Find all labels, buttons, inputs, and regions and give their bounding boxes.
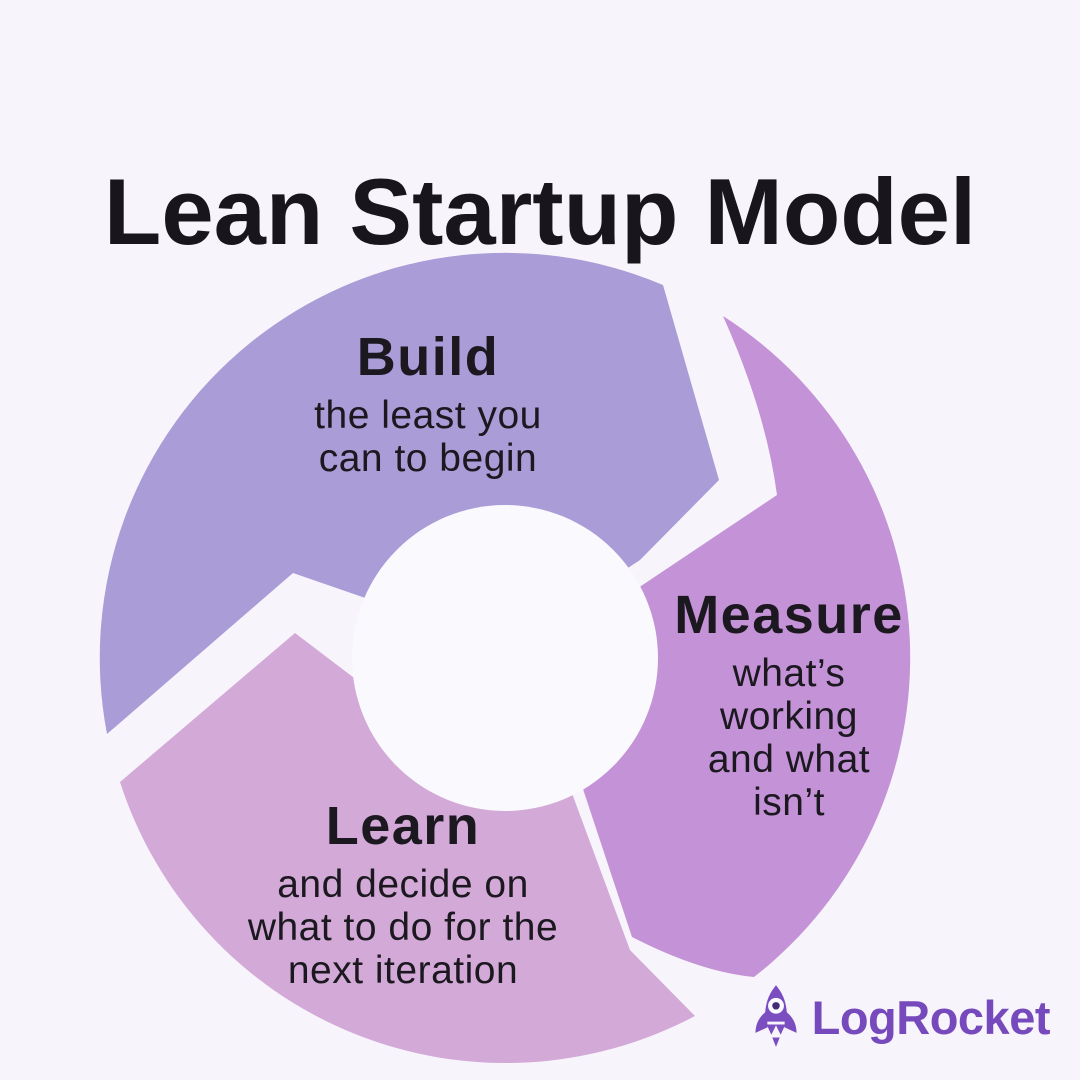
brand-logo: LogRocket [748, 982, 1051, 1052]
segment-measure-desc-line: working [720, 695, 858, 738]
segment-measure-heading: Measure [674, 585, 904, 645]
segment-learn-desc-line: what to do for the [247, 906, 559, 949]
center-hole [352, 505, 658, 811]
segment-measure-shape [580, 316, 911, 977]
segment-learn-text: Learn and decide on what to do for the n… [248, 797, 558, 992]
segment-measure-desc-line: and what [707, 738, 871, 781]
segment-build-shape [99, 252, 720, 734]
segment-build-text: Build the least you can to begin [314, 328, 542, 480]
segment-learn-heading: Learn [325, 796, 481, 856]
segment-learn-desc-line: and decide on [277, 863, 529, 906]
rocket-icon [755, 985, 797, 1047]
segment-learn-desc-line: next iteration [287, 949, 519, 992]
segment-build-desc-line: can to begin [318, 437, 538, 480]
segment-measure-desc-line: what’s [732, 652, 846, 695]
segment-build-desc-line: the least you [314, 394, 542, 437]
segment-measure-text: Measure what’s working and what isn’t [674, 586, 904, 824]
brand-name: LogRocket [811, 990, 1051, 1044]
segment-measure-desc-line: isn’t [753, 781, 825, 824]
segment-learn-shape [120, 633, 695, 1064]
page-title: Lean Startup Model [103, 158, 977, 264]
segment-build-heading: Build [356, 327, 500, 387]
